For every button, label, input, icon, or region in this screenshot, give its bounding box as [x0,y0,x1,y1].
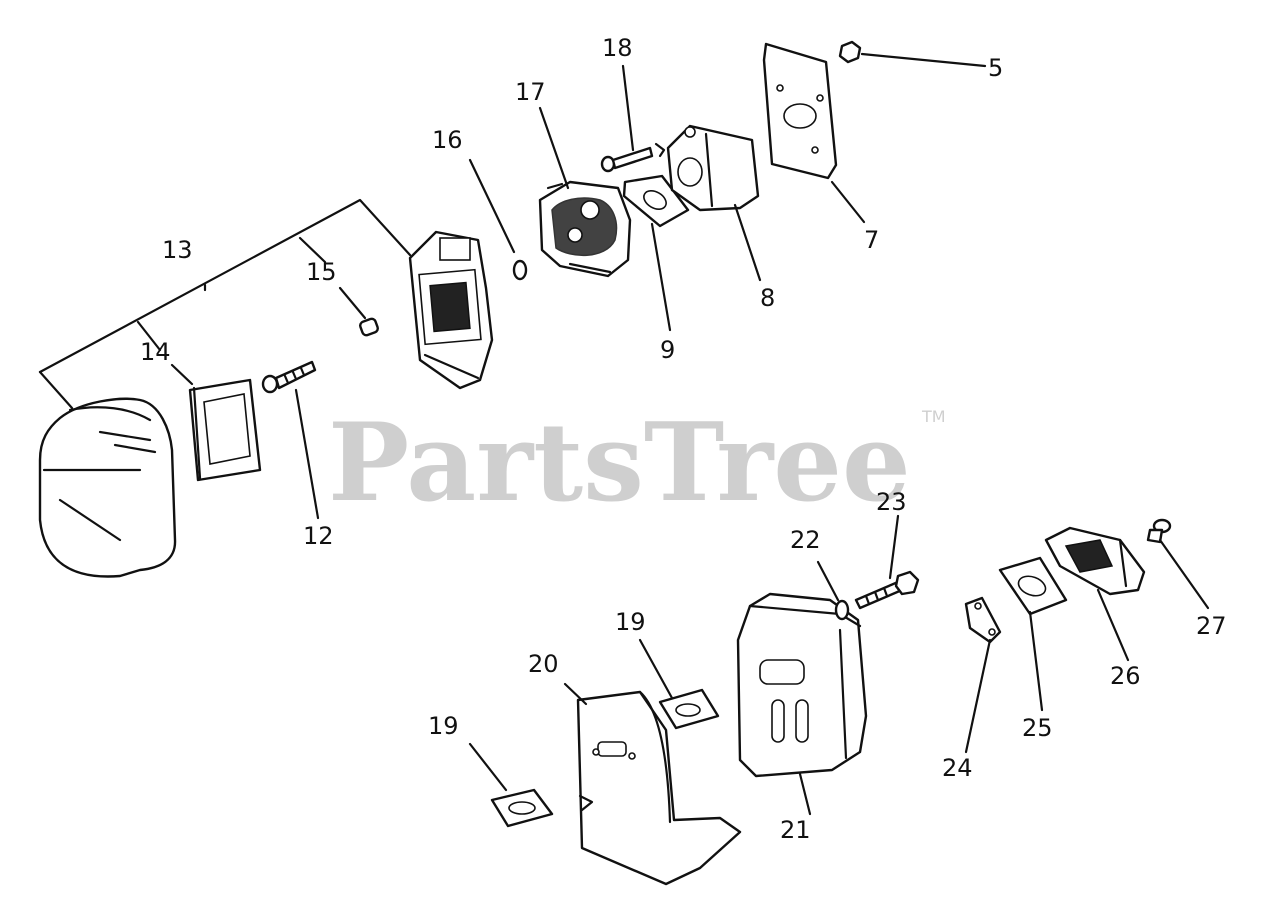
leader-18 [621,64,635,152]
leader-7 [830,180,866,224]
gasket-plate-7[interactable] [762,42,838,180]
leader-25 [1028,610,1044,712]
carburetor-17[interactable] [538,180,632,278]
leader-5 [860,52,987,68]
gasket-9[interactable] [622,174,690,228]
label-22: 22 [790,526,821,554]
gasket-19-lower[interactable] [490,788,554,828]
muffler-21[interactable] [736,592,868,778]
label-27: 27 [1196,612,1227,640]
label-21: 21 [780,816,811,844]
label-24: 24 [942,754,973,782]
bracket-13 [38,198,412,410]
air-filter-cover[interactable] [38,397,177,578]
label-23: 23 [876,488,907,516]
filter-element-14[interactable] [188,378,262,482]
label-8: 8 [760,284,775,312]
leader-24 [964,638,992,754]
bolt-23[interactable] [854,570,920,610]
leader-12 [294,388,320,520]
screw-12[interactable] [261,360,317,394]
air-filter-base[interactable] [408,230,494,390]
leader-8 [733,203,762,282]
leader-19-upper [638,638,674,700]
label-20: 20 [528,650,559,678]
label-13: 13 [162,236,193,264]
watermark-trademark: TM [921,407,946,426]
leader-26 [1096,588,1130,662]
deflector-26[interactable] [1044,526,1146,596]
label-7: 7 [864,226,879,254]
o-ring-16[interactable] [512,259,528,281]
bushing-15[interactable] [359,317,379,337]
label-26: 26 [1110,662,1141,690]
washer-22[interactable] [834,599,850,621]
leader-17 [538,106,570,190]
leader-15 [338,286,367,320]
nut-5[interactable] [838,40,862,64]
leader-20 [563,682,588,706]
label-19-upper: 19 [615,608,646,636]
leader-27 [1158,538,1210,610]
leader-22 [816,560,840,602]
leader-19-lower [468,742,508,792]
watermark-logo-text: PartsTree [328,400,911,526]
watermark: PartsTree TM [328,400,946,526]
label-9: 9 [660,336,675,364]
leader-16 [468,158,516,254]
label-25: 25 [1022,714,1053,742]
label-15: 15 [306,258,337,286]
label-17: 17 [515,78,546,106]
leader-9 [650,222,672,332]
plate-24[interactable] [964,596,1002,644]
screw-18[interactable] [600,142,666,173]
heat-shield-20[interactable] [576,690,742,886]
label-19-lower: 19 [428,712,459,740]
label-16: 16 [432,126,463,154]
gasket-19-upper[interactable] [658,688,720,730]
insulator-8[interactable] [666,124,760,212]
leader-23 [888,514,900,580]
label-18: 18 [602,34,633,62]
gasket-25[interactable] [998,556,1068,616]
label-5: 5 [988,54,1003,82]
label-14: 14 [140,338,171,366]
label-12: 12 [303,522,334,550]
leader-14 [170,363,194,386]
leader-21 [798,772,812,816]
screw-27[interactable] [1146,518,1172,544]
part-number-labels: 5 7 8 9 12 13 14 15 16 17 18 19 19 20 21… [140,34,1227,844]
